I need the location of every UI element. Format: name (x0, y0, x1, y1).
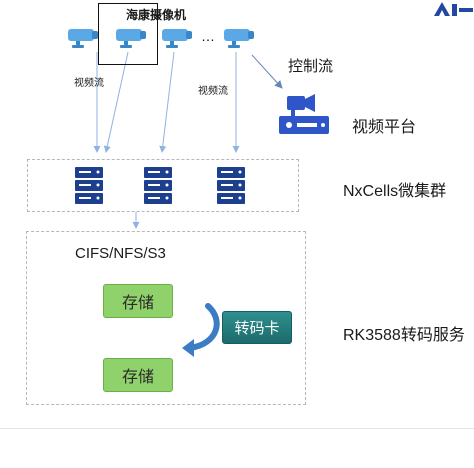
storage-box-bottom: 存储 (103, 358, 173, 392)
video-platform-icon (279, 94, 329, 134)
transcode-card-label: 转码卡 (234, 320, 280, 337)
stream-line-3 (159, 51, 175, 153)
logo (434, 2, 473, 16)
camera-group-box (98, 3, 158, 65)
cluster-box (27, 159, 299, 212)
camera-icon (162, 29, 192, 48)
camera-icon (224, 29, 254, 48)
more-cameras-ellipsis: … (201, 28, 215, 44)
server-icon (217, 167, 245, 204)
protocols-label: CIFS/NFS/S3 (75, 245, 166, 262)
control-line (251, 54, 283, 89)
transcode-card-box: 转码卡 (222, 311, 292, 344)
transcode-service-label: RK3588转码服务 (343, 327, 465, 344)
video-stream-label-right: 视频流 (198, 86, 228, 97)
camera-group-title: 海康摄像机 (126, 8, 187, 22)
curved-arrow-icon (182, 303, 220, 357)
transcode-service-box (26, 231, 306, 405)
bottom-divider (0, 428, 474, 429)
video-platform-label: 视频平台 (352, 119, 417, 136)
server-icon (75, 167, 103, 204)
camera-icon (68, 29, 98, 48)
cluster-label: NxCells微集群 (343, 183, 447, 200)
video-stream-label-left: 视频流 (74, 78, 104, 89)
control-stream-label: 控制流 (288, 58, 334, 75)
server-icon (144, 167, 172, 204)
stream-line-2 (103, 51, 129, 153)
storage-box-top: 存储 (103, 284, 173, 318)
storage-label-top: 存储 (121, 295, 154, 312)
storage-label-bottom: 存储 (121, 369, 154, 386)
camera-icon (116, 29, 146, 48)
